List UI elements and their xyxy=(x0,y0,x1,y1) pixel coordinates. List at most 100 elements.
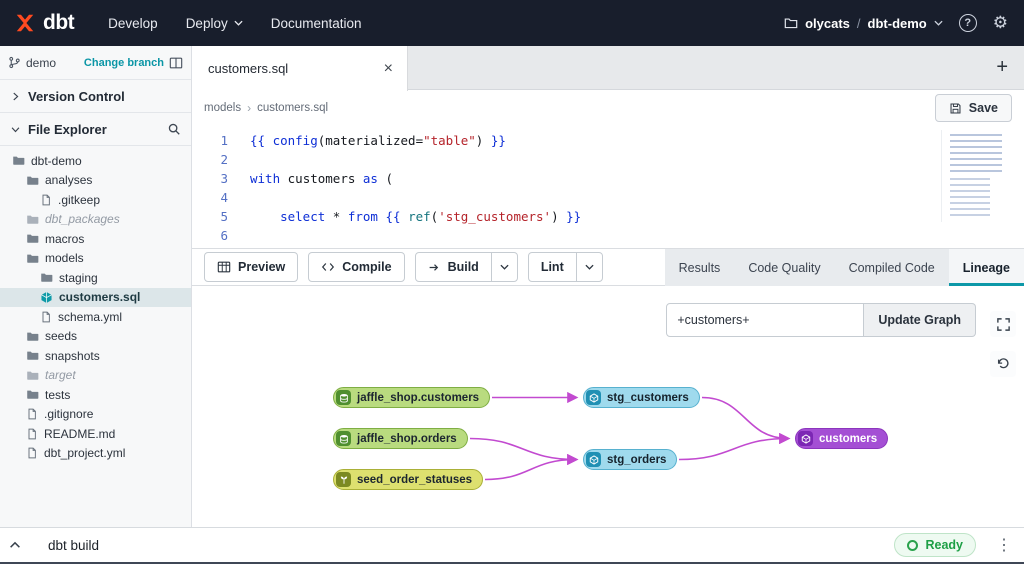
lint-dropdown-button[interactable] xyxy=(575,252,603,282)
code-text xyxy=(228,188,250,207)
tree-item-label: seeds xyxy=(45,329,78,344)
tree-item-label: dbt_packages xyxy=(45,212,120,227)
help-icon[interactable]: ? xyxy=(958,14,977,32)
kebab-menu-icon[interactable]: ⋮ xyxy=(996,537,1012,554)
file-icon xyxy=(26,408,38,420)
tree-item-dbt-demo[interactable]: dbt-demo xyxy=(0,151,191,171)
split-panel-icon[interactable] xyxy=(169,56,183,70)
account-name: olycats xyxy=(805,15,850,31)
tree-item-snapshots[interactable]: snapshots xyxy=(0,346,191,366)
window-bottom-edge xyxy=(0,562,1024,564)
tab-results[interactable]: Results xyxy=(678,260,721,275)
tree-item-label: snapshots xyxy=(45,348,100,363)
code-line-6[interactable]: 6 xyxy=(192,226,1024,245)
lineage-node-seed_order_statuses[interactable]: seed_order_statuses xyxy=(333,469,484,490)
topnav-right: olycats / dbt-demo ? ⚙ xyxy=(784,13,1024,33)
close-tab-icon[interactable]: × xyxy=(383,59,393,77)
code-line-4[interactable]: 4 xyxy=(192,188,1024,207)
preview-label: Preview xyxy=(238,260,286,274)
build-dropdown-button[interactable] xyxy=(490,252,518,282)
tree-item-label: .gitignore xyxy=(44,407,94,422)
preview-button[interactable]: Preview xyxy=(204,252,299,282)
lineage-node-stg_orders[interactable]: stg_orders xyxy=(583,449,678,470)
tree-item-target[interactable]: target xyxy=(0,366,191,386)
tree-item-label: models xyxy=(45,251,84,266)
fullscreen-icon[interactable] xyxy=(990,311,1016,337)
folder-icon xyxy=(26,388,39,401)
nav-item-develop[interactable]: Develop xyxy=(108,15,158,31)
lineage-node-customers[interactable]: customers xyxy=(795,428,889,449)
cube-icon xyxy=(798,431,813,446)
nav-item-deploy[interactable]: Deploy xyxy=(186,16,243,31)
lineage-node-label: customers xyxy=(819,432,878,445)
compile-button[interactable]: Compile xyxy=(308,252,405,282)
lineage-node-jaffle_shop.orders[interactable]: jaffle_shop.orders xyxy=(333,428,468,449)
code-line-2[interactable]: 2 xyxy=(192,150,1024,169)
folder-icon xyxy=(26,349,39,362)
reset-view-icon[interactable] xyxy=(990,351,1016,377)
dbt-logo[interactable]: dbt xyxy=(0,11,90,35)
tree-item-.gitkeep[interactable]: .gitkeep xyxy=(0,190,191,210)
lineage-selector-input[interactable] xyxy=(666,303,865,337)
tree-item-customers.sql[interactable]: customers.sql xyxy=(0,287,191,307)
tree-item-label: macros xyxy=(45,231,85,246)
tree-item-staging[interactable]: staging xyxy=(0,268,191,288)
branch-row: demo Change branch xyxy=(0,46,191,80)
new-tab-icon[interactable]: + xyxy=(996,56,1008,78)
collapse-chevron-icon[interactable] xyxy=(0,538,32,552)
update-graph-button[interactable]: Update Graph xyxy=(864,303,976,337)
code-brackets-icon xyxy=(321,260,335,274)
change-branch-link[interactable]: Change branch xyxy=(83,56,164,69)
editor-tab-bar: customers.sql × + xyxy=(192,46,1024,91)
code-line-5[interactable]: 5 select * from {{ ref('stg_customers') … xyxy=(192,207,1024,226)
database-icon xyxy=(336,390,351,405)
tab-lineage[interactable]: Lineage xyxy=(948,249,1024,286)
breadcrumb-models[interactable]: models xyxy=(204,102,242,114)
tree-item-analyses[interactable]: analyses xyxy=(0,171,191,191)
nav-item-documentation[interactable]: Documentation xyxy=(270,15,362,31)
file-icon xyxy=(26,428,38,440)
tree-item-macros[interactable]: macros xyxy=(0,229,191,249)
lineage-node-stg_customers[interactable]: stg_customers xyxy=(583,387,700,408)
lineage-node-jaffle_shop.customers[interactable]: jaffle_shop.customers xyxy=(333,387,491,408)
run-arrow-icon xyxy=(428,261,441,274)
tree-item-schema.yml[interactable]: schema.yml xyxy=(0,307,191,327)
lineage-controls: Update Graph xyxy=(666,303,976,337)
lint-button-group: Lint xyxy=(527,252,603,282)
save-button[interactable]: Save xyxy=(934,94,1012,122)
folder-icon xyxy=(26,252,39,265)
build-button[interactable]: Build xyxy=(414,252,492,282)
settings-gear-icon[interactable]: ⚙ xyxy=(992,13,1008,32)
account-project-switcher[interactable]: olycats / dbt-demo xyxy=(784,16,943,31)
tree-item-README.md[interactable]: README.md xyxy=(0,424,191,444)
command-input[interactable] xyxy=(48,537,895,553)
folder-icon xyxy=(784,16,798,30)
version-control-section[interactable]: Version Control xyxy=(0,80,191,113)
tree-item-seeds[interactable]: seeds xyxy=(0,327,191,347)
lineage-node-label: stg_customers xyxy=(607,391,689,404)
folder-icon xyxy=(12,154,25,167)
minimap[interactable] xyxy=(941,130,1021,222)
chevron-right-icon xyxy=(10,91,21,102)
tab-compiled-code[interactable]: Compiled Code xyxy=(848,260,935,275)
tree-item-models[interactable]: models xyxy=(0,249,191,269)
file-explorer-section[interactable]: File Explorer xyxy=(0,113,191,146)
chevron-down-icon xyxy=(234,20,243,26)
code-text xyxy=(228,226,250,245)
tree-item-.gitignore[interactable]: .gitignore xyxy=(0,405,191,425)
folder-icon xyxy=(26,369,39,382)
tab-code-quality[interactable]: Code Quality xyxy=(748,260,821,275)
tree-item-tests[interactable]: tests xyxy=(0,385,191,405)
nav-menu: Develop Deploy Documentation xyxy=(108,16,361,31)
search-icon[interactable] xyxy=(167,122,181,136)
file-icon xyxy=(26,447,38,459)
code-line-1[interactable]: 1{{ config(materialized="table") }} xyxy=(192,131,1024,150)
lint-button[interactable]: Lint xyxy=(527,252,577,282)
tab-customers-sql[interactable]: customers.sql × xyxy=(192,46,408,91)
tree-item-dbt_packages[interactable]: dbt_packages xyxy=(0,210,191,230)
folder-icon xyxy=(26,213,39,226)
tree-item-dbt_project.yml[interactable]: dbt_project.yml xyxy=(0,444,191,464)
